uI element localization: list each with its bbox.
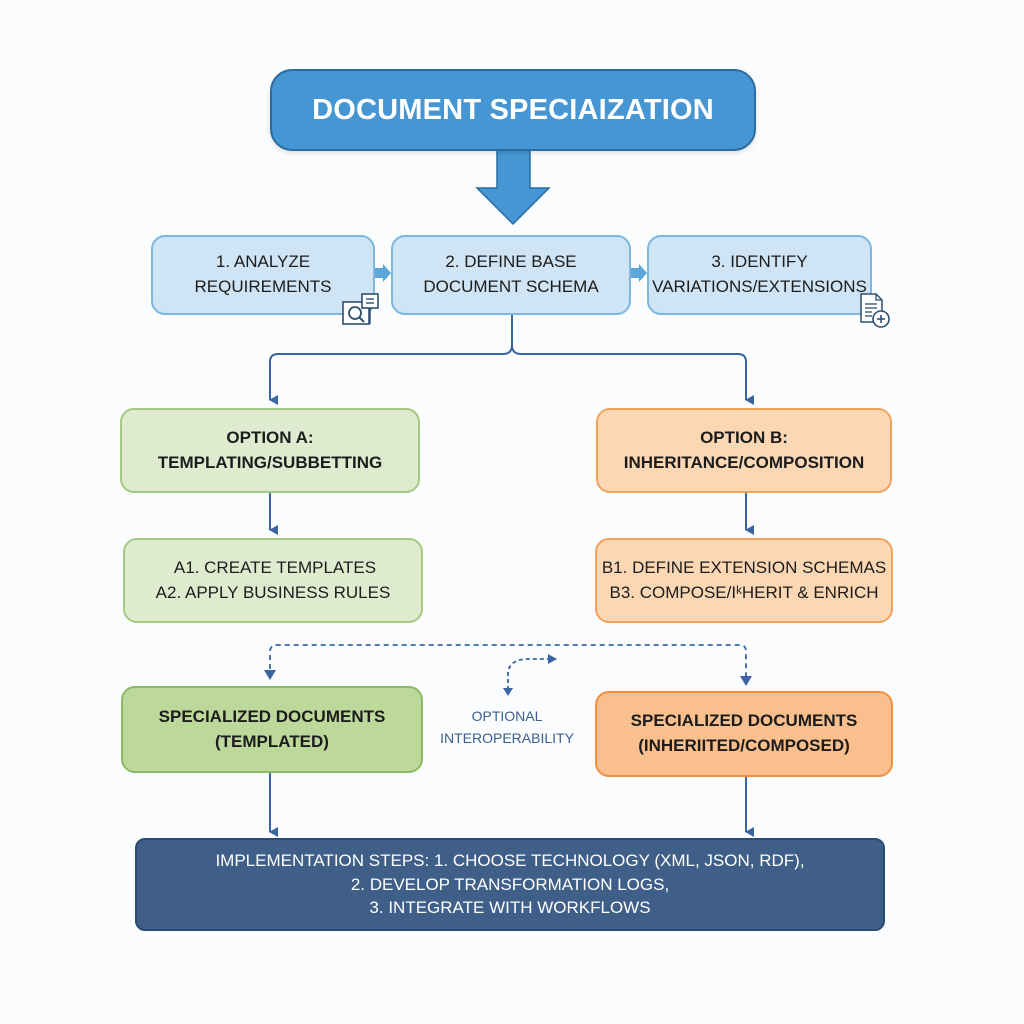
substep-b3: B3. COMPOSE/IᵏHERIT & ENRICH (609, 582, 879, 602)
substep-a2: A2. APPLY BUSINESS RULES (155, 582, 391, 602)
optional-interoperability-label: OPTIONAL INTEROPERABILITY (432, 706, 582, 749)
interop-arrow-left-head (264, 670, 276, 680)
specialized-inherited-box: SPECIALIZED DOCUMENTS (INHERIITED/COMPOS… (595, 691, 893, 777)
title-down-arrow (475, 149, 551, 226)
substep-a1: A1. CREATE TEMPLATES (173, 557, 377, 577)
option-a-substeps-box: A1. CREATE TEMPLATES A2. APPLY BUSINESS … (123, 538, 423, 623)
document-add-icon (860, 293, 890, 328)
step-label-line2: DOCUMENT SCHEMA (423, 277, 599, 296)
option-b-substeps-box: B1. DEFINE EXTENSION SCHEMAS B3. COMPOSE… (595, 538, 893, 623)
step-label-line1: 3. IDENTIFY (711, 252, 808, 272)
interop-curved-arrow-down-head (503, 688, 513, 696)
branch-connector (269, 315, 513, 405)
interop-arrow-right-head (740, 676, 752, 686)
implementation-line3: 3. INTEGRATE WITH WORKFLOWS (369, 898, 651, 918)
branch-connector-right (511, 344, 754, 405)
diagram-title: DOCUMENT SPECIAIZATION (312, 93, 714, 126)
document-search-icon (342, 293, 379, 325)
option-b-title: INHERITANCE/COMPOSITION (623, 452, 865, 472)
step1-to-step2-arrow (375, 264, 391, 282)
implementation-line1: IMPLEMENTATION STEPS: 1. CHOOSE TECHNOLO… (215, 850, 805, 870)
result-a-line2: (TEMPLATED) (215, 731, 329, 751)
step2-to-step3-arrow (631, 264, 647, 282)
option-a-box: OPTION A: TEMPLATING/SUBBETTING (120, 408, 420, 493)
step-identify-variations: 3. IDENTIFY VARIATIONS/EXTENSIONS (647, 235, 872, 315)
implementation-steps-box: IMPLEMENTATION STEPS: 1. CHOOSE TECHNOLO… (135, 838, 885, 931)
interop-line2: INTEROPERABILITY (440, 729, 574, 746)
step-analyze-requirements: 1. ANALYZE REQUIREMENTS (151, 235, 375, 315)
step-define-base-schema: 2. DEFINE BASE DOCUMENT SCHEMA (391, 235, 631, 315)
option-b-label: OPTION B: (700, 427, 788, 447)
step-label-line2: REQUIREMENTS (194, 277, 332, 296)
interop-curved-arrow (507, 654, 557, 690)
option-a-label: OPTION A: (226, 427, 314, 447)
substep-b1: B1. DEFINE EXTENSION SCHEMAS (601, 557, 887, 577)
result-b-line1: SPECIALIZED DOCUMENTS (630, 711, 858, 731)
step-label-line1: 2. DEFINE BASE (445, 252, 577, 272)
step-label-line2: VARIATIONS/EXTENSIONS (652, 277, 867, 296)
interop-line1: OPTIONAL (471, 708, 543, 724)
option-b-box: OPTION B: INHERITANCE/COMPOSITION (596, 408, 892, 493)
title-box: DOCUMENT SPECIAIZATION (270, 69, 756, 151)
result-b-line2: (INHERIITED/COMPOSED) (638, 736, 850, 755)
result-a-line1: SPECIALIZED DOCUMENTS (158, 706, 386, 726)
specialized-templated-box: SPECIALIZED DOCUMENTS (TEMPLATED) (121, 686, 423, 773)
interop-dashed-connector (269, 644, 747, 683)
step-label-line1: 1. ANALYZE (215, 252, 311, 272)
option-a-title: TEMPLATING/SUBBETTING (157, 452, 383, 472)
implementation-line2: 2. DEVELOP TRANSFORMATION LOGS, (350, 874, 670, 894)
